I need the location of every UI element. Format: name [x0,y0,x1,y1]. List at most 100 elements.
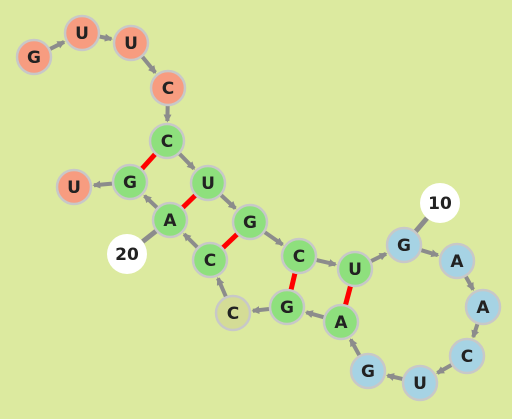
nucleotide-circle [231,203,269,241]
nucleotide-label: C [461,347,473,367]
backbone-link-19-20 [182,232,199,249]
nucleotide-circle [280,237,318,275]
nucleotide-circle [189,164,227,202]
marker-label: 20 [115,245,139,265]
nucleotide-circle [63,14,101,52]
nucleotide-6: U [189,164,227,202]
nucleotide-label: U [75,24,89,44]
position-marker-10: 10 [420,183,460,223]
nucleotide-11: A [438,242,476,280]
backbone-link-9-10 [370,252,388,263]
base-pair-7-19 [220,231,240,251]
nucleotide-circle [268,288,306,326]
nucleotide-label: A [334,313,348,333]
nucleotide-16: A [322,303,360,341]
nucleotide-10: G [385,226,423,264]
nucleotide-13: C [448,337,486,375]
backbone-links [49,33,480,381]
nucleotide-circle [464,288,502,326]
nucleotide-label: U [413,374,427,394]
nucleotide-circle [322,303,360,341]
base-pair-6-20 [180,193,198,210]
nucleotide-8: C [280,237,318,275]
nucleotide-19: C [191,241,229,279]
nucleotide-label: A [450,252,464,272]
nucleotide-5: C [148,122,186,160]
marker-circle [420,183,460,223]
nucleotide-21: G [111,163,149,201]
marker-link-10 [413,216,429,234]
backbone-link-2-3 [99,33,113,42]
nucleotide-label: G [27,48,41,68]
backbone-link-12-13 [471,323,480,339]
backbone-link-20-21 [143,194,159,210]
nucleotide-17: G [268,288,306,326]
backbone-link-1-2 [49,40,66,51]
nucleotide-label: U [67,178,81,198]
nucleotide-22: U [55,168,93,206]
nucleotide-label: C [204,251,216,271]
nucleotide-label: G [243,213,257,233]
nucleotide-circle [401,364,439,402]
nucleotide-circle [149,69,187,107]
nucleotide-circle [112,24,150,62]
nucleotide-label: C [293,247,305,267]
nucleotide-circle [385,226,423,264]
backbone-link-21-22 [92,180,113,189]
backbone-link-11-12 [464,275,475,291]
nucleotide-circle [111,163,149,201]
backbone-link-13-14 [436,363,453,375]
nucleotide-label: U [348,260,362,280]
marker-label: 10 [428,194,452,214]
nucleotide-label: A [476,298,490,318]
backbone-link-10-11 [420,248,440,258]
position-markers: 10 20 [107,183,460,274]
nucleotide-label: G [361,362,375,382]
backbone-link-5-6 [178,152,196,171]
backbone-link-8-9 [316,258,337,267]
nucleotide-label: C [227,304,239,324]
backbone-link-16-17 [304,310,325,320]
nucleotide-circle [214,294,252,332]
base-pair-links [139,151,354,307]
nucleotide-label: G [280,298,294,318]
nucleotide-circle [15,38,53,76]
nucleotide-label: U [201,174,215,194]
nucleotide-1: G [15,38,53,76]
base-pair-5-21 [139,151,158,172]
nucleotide-label: C [161,132,173,152]
nucleotide-2: U [63,14,101,52]
nucleotide-circle [438,242,476,280]
nucleotide-label: G [397,236,411,256]
nucleotide-3: U [112,24,150,62]
backbone-link-6-7 [219,193,237,210]
backbone-link-15-16 [348,338,362,357]
nucleotide-label: A [163,211,177,231]
nucleotide-9: U [336,250,374,288]
nucleotide-7: G [231,203,269,241]
position-marker-20: 20 [107,234,147,274]
nucleotide-20: A [151,201,189,239]
marker-link-20 [141,228,159,244]
nucleotide-14: U [401,364,439,402]
marker-links [141,216,429,244]
backbone-link-3-4 [140,55,157,74]
nucleotide-circle [336,250,374,288]
backbone-link-17-18 [251,306,270,315]
nucleotide-circle [448,337,486,375]
nucleotide-circle [148,122,186,160]
backbone-link-18-19 [216,276,228,298]
backbone-link-7-8 [263,230,284,247]
base-pair-9-16 [342,284,354,307]
nucleotide-circle [349,352,387,390]
base-pair-8-17 [288,271,298,292]
nucleotide-circle [191,241,229,279]
nucleotide-18: C [214,294,252,332]
nucleotide-label: G [123,173,137,193]
nucleotide-12: A [464,288,502,326]
backbone-link-14-15 [386,373,403,381]
nucleotide-4: C [149,69,187,107]
